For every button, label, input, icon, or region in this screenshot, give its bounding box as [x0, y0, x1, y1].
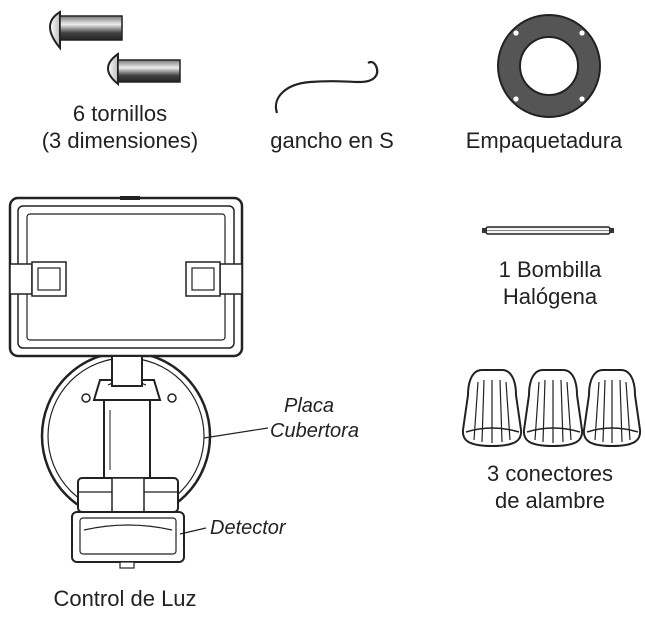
wire-connector-icon — [461, 369, 523, 448]
cover-plate-label: Placa Cubertora — [270, 394, 359, 444]
hook-label: gancho en S — [270, 128, 394, 153]
gasket-label: Empaquetadura — [465, 128, 623, 153]
connectors-label: 3 conectores de alambre — [460, 460, 640, 514]
wire-connector-icon — [522, 369, 584, 448]
halogen-bulb-icon — [482, 226, 614, 235]
bulb-label-line1: 1 Bombilla — [498, 257, 602, 282]
screws-label-line1: 6 tornillos — [72, 101, 168, 126]
detector-label: Detector — [210, 517, 286, 539]
screws-label-line2: (3 dimensiones) — [41, 128, 199, 153]
connectors-label-line2: de alambre — [494, 488, 606, 513]
light-control-fixture — [8, 196, 269, 569]
light-control-label: Control de Luz — [53, 586, 197, 611]
screw-icon — [107, 52, 181, 87]
connectors-label-line1: 3 conectores — [487, 461, 613, 486]
s-hook-icon — [274, 60, 379, 114]
cover-plate-label-line2: Cubertora — [270, 420, 359, 442]
bulb-label: 1 Bombilla Halógena — [470, 256, 630, 310]
wire-connector-icon — [582, 369, 642, 448]
gasket-icon — [497, 14, 601, 118]
cover-plate-label-line1: Placa — [284, 395, 335, 417]
bulb-label-line2: Halógena — [502, 284, 598, 309]
screw-icon — [49, 10, 123, 51]
screws-label: 6 tornillos (3 dimensiones) — [0, 100, 240, 154]
